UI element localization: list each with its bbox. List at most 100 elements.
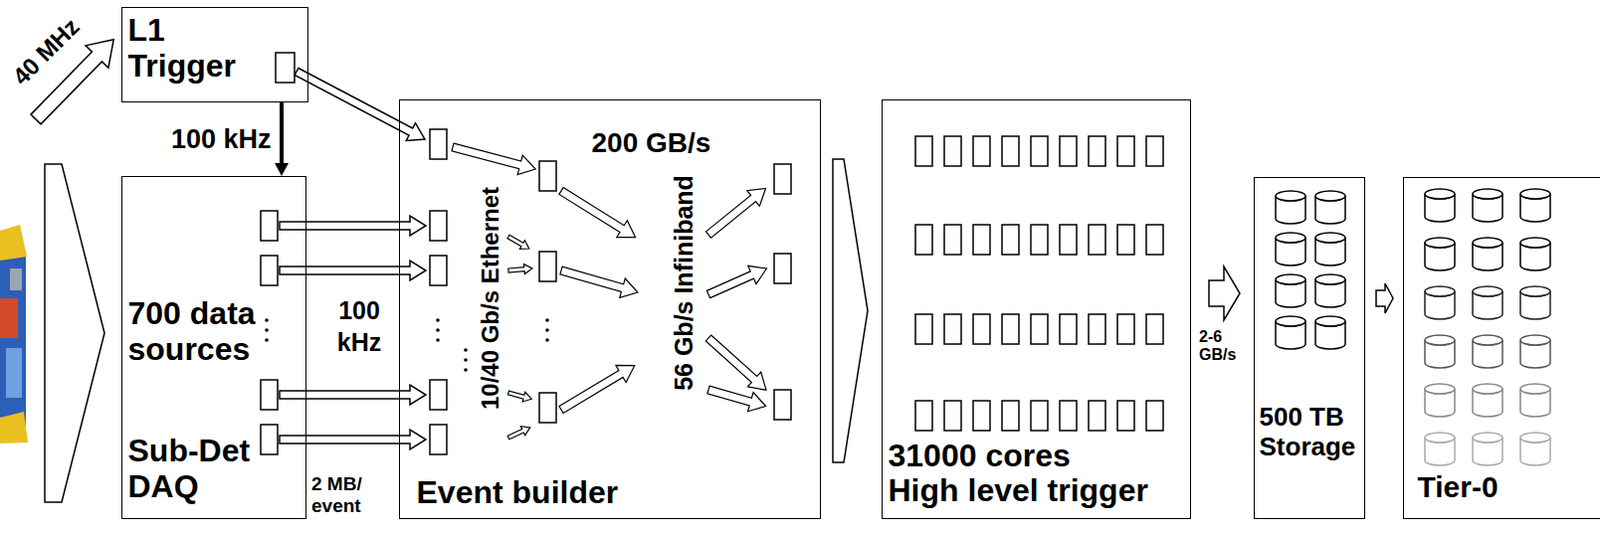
box-label: High level trigger xyxy=(888,472,1183,509)
edge-label: 100 kHz xyxy=(171,123,272,156)
storage-disks xyxy=(1315,191,1346,224)
detector-illustration xyxy=(0,224,27,261)
arrow-head xyxy=(274,163,289,177)
switch-arrow xyxy=(704,259,772,304)
readout-unit xyxy=(429,424,447,455)
readout-unit xyxy=(539,161,557,192)
box-label: 56 Gb/s Infiniband xyxy=(669,175,699,392)
storage-disks xyxy=(1315,316,1346,350)
storage-disks xyxy=(1275,191,1346,350)
tier0-disks xyxy=(1472,335,1503,369)
ellipsis-dots xyxy=(435,328,440,333)
switch-arrow xyxy=(705,380,769,416)
flow-arrow-art xyxy=(24,28,126,503)
process-box: 31000 coresHigh level trigger xyxy=(881,99,1192,520)
process-box: 500 TB Storage xyxy=(1253,177,1366,520)
signal-line xyxy=(279,102,284,165)
ellipsis-dots xyxy=(463,368,468,373)
cpu-cores xyxy=(915,224,1164,255)
cpu-cores xyxy=(915,136,1164,431)
flow-arrow xyxy=(832,159,868,463)
readout-unit xyxy=(774,164,792,195)
readout-unit xyxy=(429,380,447,410)
readout-unit xyxy=(774,253,792,284)
tier0-disks xyxy=(1520,432,1551,466)
switch-arrow xyxy=(506,232,533,254)
switch-arrow xyxy=(702,181,773,243)
ellipsis-dots xyxy=(435,318,440,323)
process-box: Tier-0 xyxy=(1402,177,1600,520)
flow-arrow xyxy=(279,215,426,450)
box-label: 700 data sources xyxy=(128,295,268,368)
detector-illustration xyxy=(0,250,26,430)
detector-illustration xyxy=(5,348,22,399)
tier0-disks xyxy=(1520,189,1551,222)
ellipsis-dots xyxy=(463,358,468,363)
tier0-disks xyxy=(1472,189,1503,222)
switch-arrow xyxy=(558,260,640,302)
ellipsis-dots xyxy=(264,328,269,333)
readout-unit xyxy=(429,129,447,160)
detector-illustration xyxy=(9,268,22,291)
storage-disks xyxy=(1315,232,1346,266)
box-label: L1 Trigger xyxy=(128,11,248,84)
process-box: 700 data sourcesSub-Det DAQ xyxy=(121,176,307,520)
readout-unit xyxy=(429,255,447,286)
readout-unit xyxy=(429,210,447,241)
detector-illustration xyxy=(0,298,18,339)
box-label: 10/40 Gb/s Ethernet xyxy=(476,186,505,409)
ellipsis-dots xyxy=(545,318,550,323)
ellipsis-dots xyxy=(545,328,550,333)
readout-unit xyxy=(275,52,295,83)
tier0-disks xyxy=(1424,189,1455,222)
detector-illustration xyxy=(0,224,28,444)
cpu-cores xyxy=(915,136,1164,167)
ellipsis-dots xyxy=(435,338,440,343)
switch-arrow xyxy=(449,137,773,442)
tier0-disks xyxy=(1424,335,1455,369)
process-box: L1 Trigger xyxy=(121,6,309,103)
readout-unit xyxy=(260,424,278,455)
hollow-arrow xyxy=(279,260,426,281)
switch-arrow xyxy=(556,183,641,247)
flow-arrow xyxy=(294,68,425,142)
hollow-arrow xyxy=(832,159,868,463)
tier0-disks xyxy=(1424,384,1455,417)
readout-unit xyxy=(260,380,278,410)
hollow-arrow xyxy=(279,385,426,405)
flow-arrow xyxy=(1376,283,1394,314)
hollow-arrow xyxy=(1208,266,1240,321)
detector-illustration xyxy=(0,411,28,444)
tier0-disks xyxy=(1424,286,1455,320)
cpu-cores xyxy=(915,314,1164,345)
ellipsis-dots xyxy=(264,318,550,373)
readout-unit xyxy=(260,210,278,241)
flow-arrow xyxy=(1208,266,1240,321)
hollow-arrow xyxy=(1376,283,1394,314)
tier0-disks xyxy=(1424,432,1455,466)
annotation-label: 40 MHz xyxy=(6,12,85,91)
storage-disks xyxy=(1275,316,1306,350)
tier0-disks xyxy=(1472,384,1503,417)
readout-unit xyxy=(774,390,792,420)
tier0-disks xyxy=(1472,286,1503,320)
switch-arrow xyxy=(507,388,534,404)
storage-disks xyxy=(1275,232,1306,266)
hollow-arrow xyxy=(279,215,426,236)
ellipsis-dots xyxy=(264,338,269,343)
box-label: 31000 cores xyxy=(888,437,1178,474)
storage-disks xyxy=(1275,274,1306,308)
readout-unit xyxy=(539,251,557,282)
hollow-arrow xyxy=(294,68,425,142)
tier0-disks xyxy=(1520,286,1551,320)
box-label: 200 GB/s xyxy=(592,127,792,160)
edge-label: 2-6 GB/s xyxy=(1199,328,1245,365)
annotation-label: 100 kHz xyxy=(323,294,396,359)
tier0-disks xyxy=(1424,189,1551,466)
storage-disks xyxy=(1275,191,1306,224)
storage-disks xyxy=(1315,274,1346,308)
tier0-disks xyxy=(1472,432,1503,466)
tier0-disks xyxy=(1520,384,1551,417)
ellipsis-dots xyxy=(264,318,269,323)
